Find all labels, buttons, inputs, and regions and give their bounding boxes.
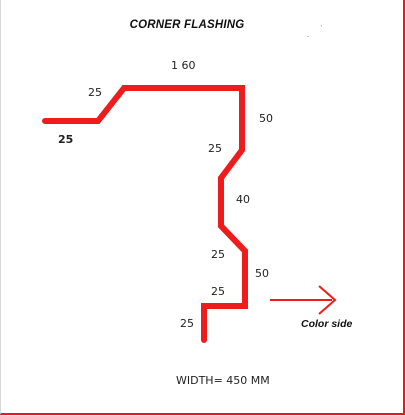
corner-mark: . [307,31,309,39]
dim-lower-vertical: 50 [255,267,269,280]
dim-upper-slope: 25 [88,86,102,99]
color-side-label: Color side [301,318,353,330]
dim-right-vertical: 50 [259,112,273,125]
dim-end-leg: 25 [180,317,194,330]
corner-mark-2: ` [320,25,324,33]
dim-slope-in: 25 [208,142,222,155]
diagram-title: CORNER FLASHING [129,19,245,31]
dim-bottom-left-flange: 25 [58,133,74,146]
flashing-profile [42,85,248,343]
dim-middle-vertical: 40 [236,193,250,206]
color-side-arrow-head [318,285,337,315]
dim-slope-out: 25 [211,248,225,261]
dim-bottom-return: 25 [211,285,225,298]
dim-top-width: 1 60 [171,59,196,72]
width-note: WIDTH= 450 MM [176,374,270,387]
